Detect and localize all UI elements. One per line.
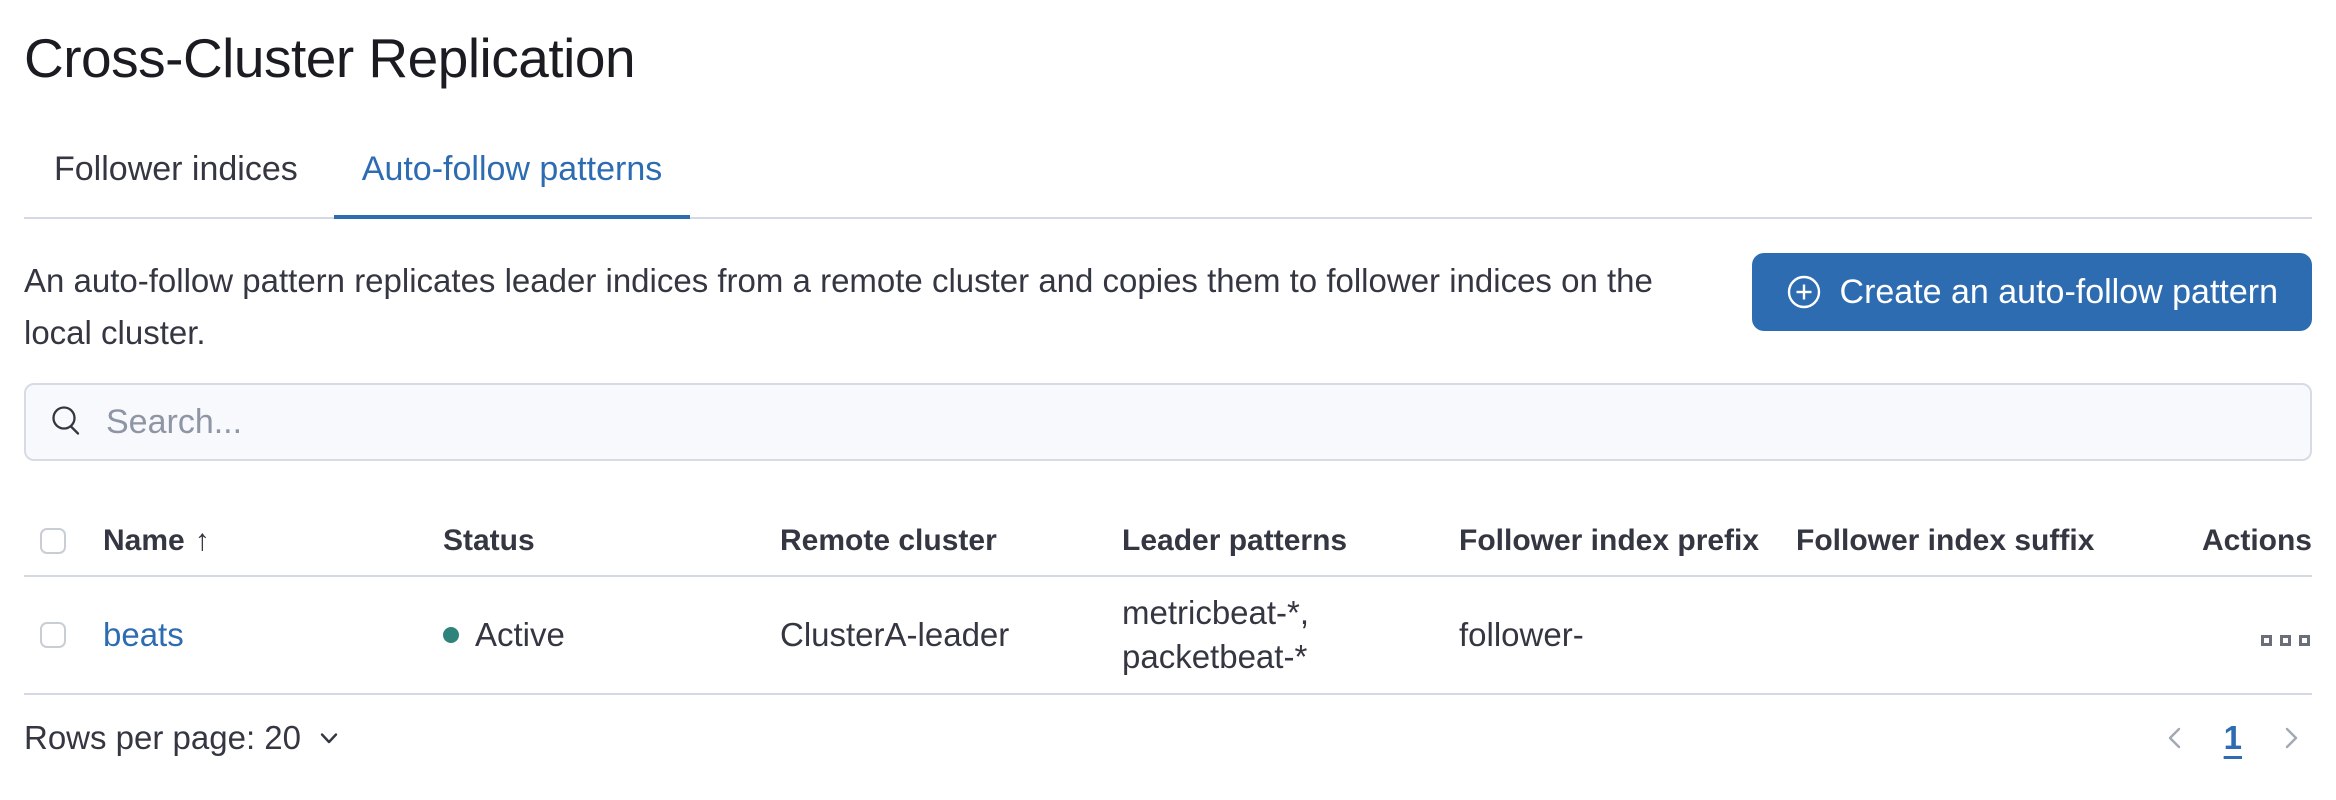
- create-button-label: Create an auto-follow pattern: [1839, 272, 2278, 311]
- header-follower-index-suffix: Follower index suffix: [1796, 524, 2095, 557]
- header-remote-cluster: Remote cluster: [780, 524, 997, 557]
- cell-remote-cluster: ClusterA-leader: [780, 616, 1010, 653]
- header-follower-index-prefix: Follower index prefix: [1459, 524, 1760, 557]
- tab-follower-indices-label: Follower indices: [54, 150, 298, 188]
- page-1-link[interactable]: 1: [2223, 719, 2242, 756]
- select-all-checkbox[interactable]: [40, 528, 66, 554]
- status-label: Active: [475, 616, 565, 653]
- header-status: Status: [443, 524, 535, 557]
- description-row: An auto-follow pattern replicates leader…: [24, 253, 2312, 359]
- search-bar: [24, 383, 2312, 461]
- plus-in-circle-icon: [1787, 275, 1820, 309]
- cell-name: beats: [103, 616, 443, 654]
- pagination-row: Rows per page: 20 1: [24, 719, 2312, 757]
- cell-actions: [2136, 616, 2312, 654]
- header-name[interactable]: Name ↑: [103, 524, 443, 558]
- chevron-left-icon: [2168, 727, 2180, 749]
- cross-cluster-replication-page: Cross-Cluster Replication Follower indic…: [24, 27, 2312, 757]
- auto-follow-patterns-table: Name ↑ Status Remote cluster Leader patt…: [24, 507, 2312, 695]
- tab-follower-indices[interactable]: Follower indices: [26, 149, 326, 219]
- table-row: beats Active ClusterA-leader metricbeat-…: [24, 577, 2312, 695]
- search-icon: [52, 406, 80, 435]
- next-page-button[interactable]: [2272, 719, 2310, 757]
- previous-page-button[interactable]: [2156, 719, 2194, 757]
- tabs: Follower indices Auto-follow patterns: [24, 149, 2312, 219]
- table-header-row: Name ↑ Status Remote cluster Leader patt…: [24, 507, 2312, 577]
- header-name-label: Name: [103, 524, 185, 557]
- search-input[interactable]: [104, 385, 2288, 459]
- rows-per-page-button[interactable]: Rows per page: 20: [24, 719, 343, 757]
- cell-status: Active: [443, 616, 780, 654]
- page-title: Cross-Cluster Replication: [24, 27, 636, 89]
- row-checkbox-cell: [24, 622, 103, 648]
- chevron-down-icon: [320, 733, 338, 744]
- header-checkbox-cell: [24, 528, 103, 554]
- cell-leader-patterns: metricbeat-*, packetbeat-*: [1122, 594, 1310, 675]
- create-auto-follow-pattern-button[interactable]: Create an auto-follow pattern: [1751, 253, 2312, 331]
- cell-follower-index-prefix: follower-: [1459, 616, 1584, 653]
- tab-auto-follow-patterns[interactable]: Auto-follow patterns: [333, 149, 691, 219]
- boxes-horizontal-icon: [2261, 635, 2272, 646]
- tab-auto-follow-patterns-label: Auto-follow patterns: [361, 150, 663, 188]
- pattern-name-link[interactable]: beats: [103, 616, 184, 653]
- row-select-checkbox[interactable]: [40, 622, 66, 648]
- chevron-right-icon: [2285, 727, 2298, 749]
- row-actions-button[interactable]: [2259, 629, 2312, 652]
- header-actions: Actions: [2201, 524, 2312, 557]
- description-text: An auto-follow pattern replicates leader…: [24, 262, 1653, 351]
- pager: 1: [2156, 719, 2312, 757]
- header-leader-patterns: Leader patterns: [1122, 524, 1348, 557]
- status-active-dot-icon: [443, 627, 459, 643]
- sort-ascending-icon: ↑: [194, 524, 210, 557]
- rows-per-page-label: Rows per page: 20: [24, 719, 302, 756]
